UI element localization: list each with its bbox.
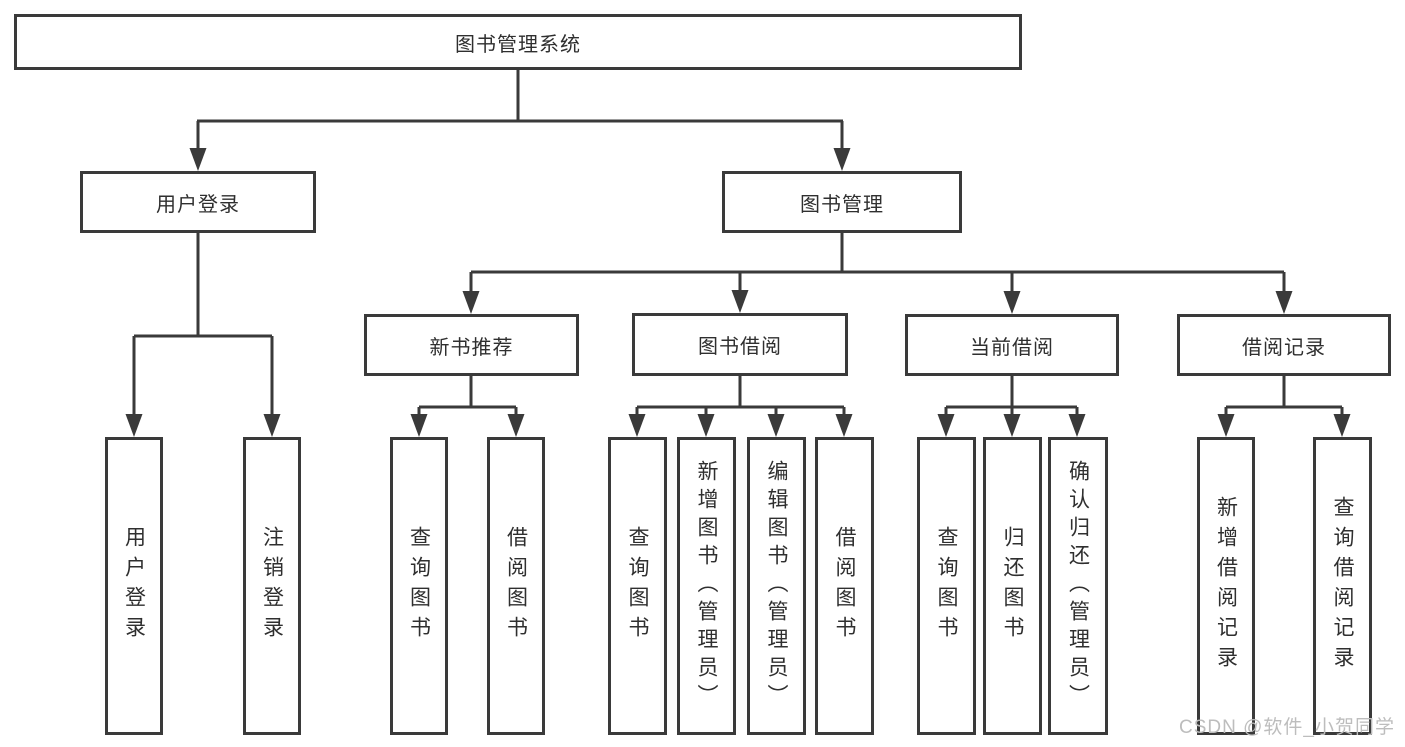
leaf-return-book: 归还图书: [983, 437, 1042, 735]
leaf-logout: 注销登录: [243, 437, 301, 735]
node-user-login: 用户登录: [80, 171, 316, 233]
node-borrow-records: 借阅记录: [1177, 314, 1391, 376]
node-library-management-system: 图书管理系统: [14, 14, 1022, 70]
watermark-text: CSDN @软件_小贺同学: [1179, 717, 1395, 738]
leaf-add-book-admin: 新增图书（管理员）: [677, 437, 736, 735]
leaf-borrow-books-borrow: 借阅图书: [815, 437, 874, 735]
node-book-borrow: 图书借阅: [632, 313, 848, 376]
leaf-add-borrow-record: 新增借阅记录: [1197, 437, 1255, 735]
leaf-edit-book-admin: 编辑图书（管理员）: [747, 437, 806, 735]
leaf-confirm-return-admin: 确认归还（管理员）: [1048, 437, 1108, 735]
leaf-query-borrow-record: 查询借阅记录: [1313, 437, 1372, 735]
leaf-query-books-recommend: 查询图书: [390, 437, 448, 735]
leaf-borrow-books-recommend: 借阅图书: [487, 437, 545, 735]
node-new-book-recommend: 新书推荐: [364, 314, 579, 376]
node-book-management: 图书管理: [722, 171, 962, 233]
leaf-user-login: 用户登录: [105, 437, 163, 735]
leaf-query-books-borrow: 查询图书: [608, 437, 667, 735]
node-current-borrow: 当前借阅: [905, 314, 1119, 376]
leaf-query-books-current: 查询图书: [917, 437, 976, 735]
